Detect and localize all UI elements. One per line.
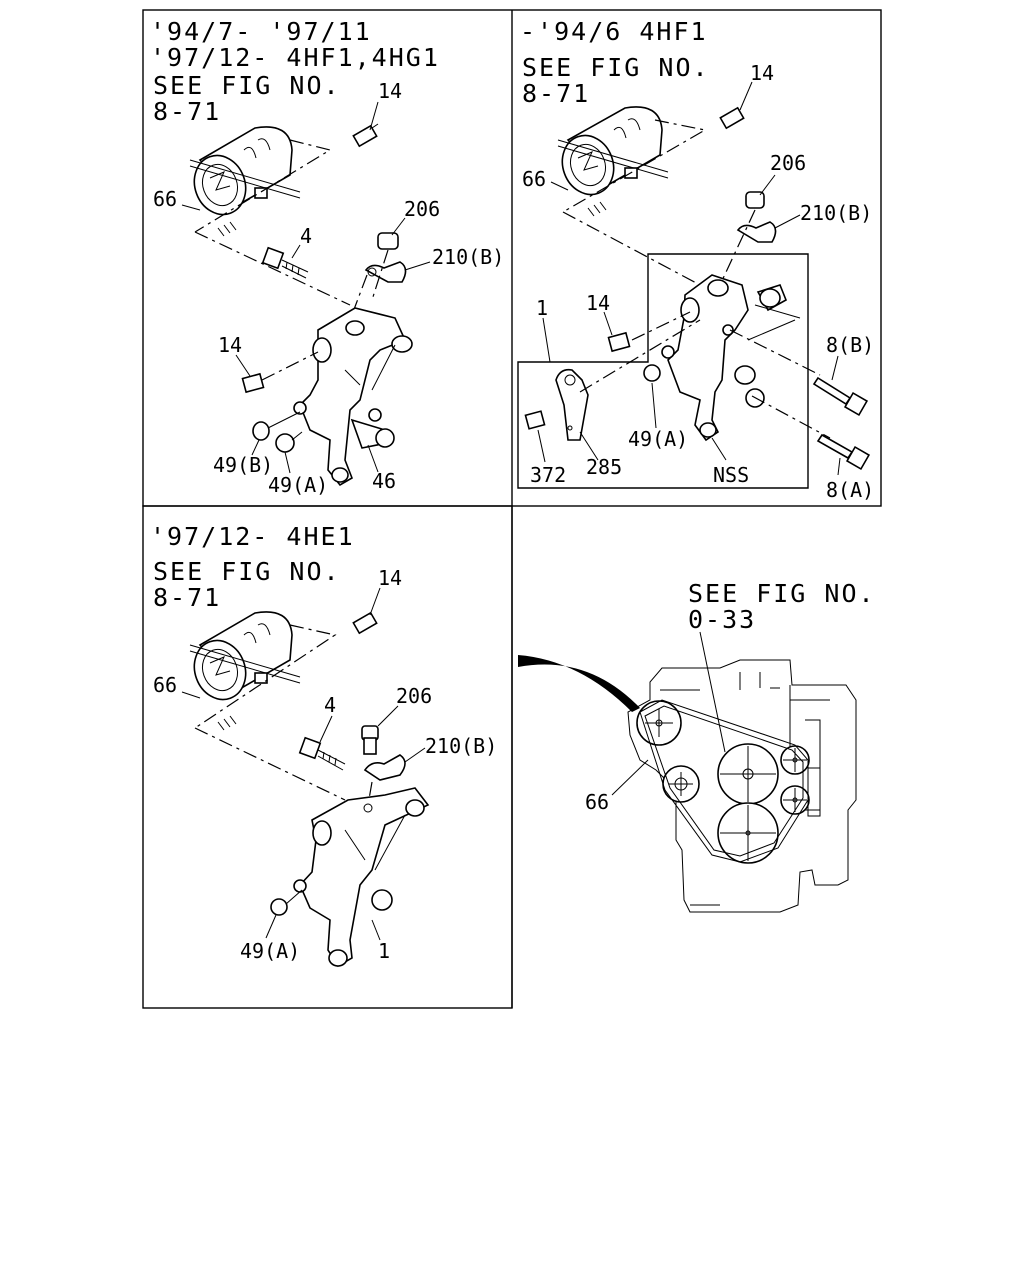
bl-see-fig: SEE FIG NO. — [153, 557, 341, 586]
tl-header-line-1: '94/7- '97/11 — [150, 17, 372, 46]
bl-clip-210b — [361, 725, 406, 781]
panel-top-right: -'94/6 4HF1 SEE FIG NO. 8-71 — [517, 17, 874, 502]
tr-callout-8a: 8(A) — [826, 478, 874, 502]
tl-fig-ref: 8-71 — [153, 97, 221, 126]
tl-callout-210b: 210(B) — [432, 245, 504, 269]
tl-header-line-2: '97/12- 4HF1,4HG1 — [150, 43, 440, 72]
tl-see-fig: SEE FIG NO. — [153, 71, 341, 100]
tr-see-fig: SEE FIG NO. — [522, 53, 710, 82]
bl-callouts: 14 66 4 206 210(B) 49(A) 1 — [153, 566, 497, 963]
tl-compressor — [189, 126, 301, 216]
tr-bolt-8a — [816, 433, 871, 471]
bl-callout-1: 1 — [378, 939, 390, 963]
tr-bolt-8b — [812, 376, 869, 417]
tr-compressor — [557, 106, 669, 196]
tr-callouts: 14 66 206 210(B) 1 14 8(B) 372 285 49(A)… — [522, 61, 874, 502]
tl-callout-14-top: 14 — [378, 79, 402, 103]
tr-callout-1: 1 — [536, 296, 548, 320]
tr-header-line-1: -'94/6 4HF1 — [520, 17, 708, 46]
tr-clip-210b — [736, 191, 777, 243]
tr-assembly-box — [517, 253, 809, 489]
bl-callout-14: 14 — [378, 566, 402, 590]
tr-callout-nss: NSS — [713, 463, 749, 487]
bl-callout-210b: 210(B) — [425, 734, 497, 758]
bl-fig-ref: 8-71 — [153, 583, 221, 612]
tr-callout-14-left: 14 — [586, 291, 610, 315]
br-fig-ref: 0-33 — [688, 605, 756, 634]
tl-clip-210b — [364, 232, 407, 283]
bl-nut-49a — [270, 898, 288, 916]
br-callouts: 66 — [585, 759, 649, 814]
br-callout-66: 66 — [585, 790, 609, 814]
tl-bolt-14-left — [241, 372, 265, 394]
tl-callouts: 14 66 4 206 210(B) 14 49(B) 49(A) 46 — [153, 79, 504, 497]
tl-callout-206: 206 — [404, 197, 440, 221]
tl-nut-49b — [252, 421, 270, 441]
bl-compressor — [189, 611, 301, 701]
bl-callout-66: 66 — [153, 673, 177, 697]
tr-callout-66: 66 — [522, 167, 546, 191]
tl-bracket-46 — [293, 307, 413, 487]
panel-top-left: '94/7- '97/11 '97/12- 4HF1,4HG1 SEE FIG … — [150, 17, 504, 497]
tl-nut-49a — [275, 433, 295, 453]
br-section-wedge — [518, 655, 640, 712]
tr-callout-285: 285 — [586, 455, 622, 479]
panel-bottom-right: SEE FIG NO. 0-33 — [518, 579, 876, 913]
tr-callout-210b: 210(B) — [800, 201, 872, 225]
bl-bolt-14 — [352, 611, 378, 635]
tr-callout-49a: 49(A) — [628, 427, 688, 451]
tl-callout-66: 66 — [153, 187, 177, 211]
bl-header-line-1: '97/12- 4HE1 — [150, 522, 355, 551]
br-see-fig: SEE FIG NO. — [688, 579, 876, 608]
tr-bolt-14-left — [607, 331, 631, 353]
tl-callout-46: 46 — [372, 469, 396, 493]
tl-callout-4: 4 — [300, 224, 312, 248]
tr-bracket-nss — [661, 274, 788, 442]
tl-callout-14-left: 14 — [218, 333, 242, 357]
panel-frames — [142, 9, 882, 1009]
bl-bolt-4 — [298, 736, 346, 771]
bl-bracket-1 — [293, 787, 430, 968]
tr-callout-372: 372 — [530, 463, 566, 487]
bl-callout-49a: 49(A) — [240, 939, 300, 963]
br-pulleys — [636, 700, 821, 864]
tr-fig-ref: 8-71 — [522, 79, 590, 108]
tr-callout-14-top: 14 — [750, 61, 774, 85]
tl-callout-49b: 49(B) — [213, 453, 273, 477]
tr-callout-8b: 8(B) — [826, 333, 874, 357]
bl-callout-206: 206 — [396, 684, 432, 708]
bl-callout-4: 4 — [324, 693, 336, 717]
tr-bolt-14-top — [719, 106, 745, 130]
tr-callout-206: 206 — [770, 151, 806, 175]
br-engine-outline — [627, 659, 857, 913]
tr-nut-49a — [643, 364, 661, 382]
panel-bottom-left: '97/12- 4HE1 SEE FIG NO. 8-71 — [150, 522, 497, 968]
tr-bolt-372 — [524, 410, 546, 430]
tl-callout-49a: 49(A) — [268, 473, 328, 497]
tl-bolt-14-top — [352, 123, 379, 148]
tr-plate-285 — [555, 368, 589, 441]
tl-bolt-4 — [261, 246, 309, 279]
br-belt — [639, 699, 809, 863]
